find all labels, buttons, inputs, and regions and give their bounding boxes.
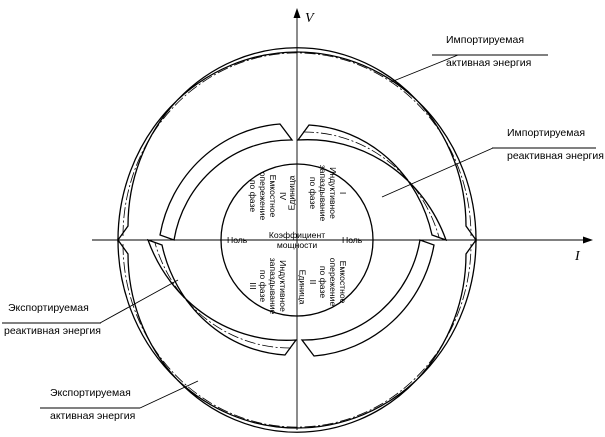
quadrant-iv: IV Емкостное опережение по фазе	[248, 172, 288, 221]
power-factor-line-1: Коэффициент	[269, 230, 325, 240]
leader-import-reactive	[381, 147, 494, 198]
import-reactive-band	[296, 124, 448, 242]
unity-bottom: Единица	[298, 270, 308, 305]
quadrant-i-line-3: по фазе	[308, 177, 318, 209]
export-reactive-band	[146, 238, 298, 356]
quadrant-iv-line-2: опережение	[258, 172, 268, 221]
quadrant-ii: Емкостное опережение по фазе II	[308, 258, 348, 307]
power-factor-circle	[220, 163, 374, 317]
reactive-energy-bands	[146, 123, 448, 357]
export-reactive-dashdot	[154, 242, 292, 349]
import-active-dashdot	[122, 52, 472, 237]
quadrant-i-line-1: Индуктивное	[328, 167, 338, 219]
quadrant-ii-line-3: по фазе	[318, 266, 328, 298]
label-import-active-1: Импортируемая	[446, 34, 524, 46]
import-active-band	[117, 47, 477, 243]
power-factor-line-2: мощности	[277, 240, 318, 250]
quadrant-ii-line-1: Емкостное	[338, 261, 348, 304]
quadrant-iii: Индуктивное запаздывание по фазе III	[248, 258, 288, 315]
import-reactive-dashdot	[302, 131, 440, 238]
quadrant-i-line-2: запаздывание	[318, 165, 328, 222]
zero-left: Ноль	[227, 235, 248, 245]
reactive-segment-lower-right	[300, 239, 435, 357]
axes: V I	[92, 8, 593, 430]
quadrant-iii-line-1: Индуктивное	[278, 260, 288, 312]
quadrant-iv-line-1: Емкостное	[268, 175, 278, 218]
quadrant-iii-number: III	[248, 282, 258, 289]
i-axis-arrow	[583, 236, 593, 244]
quadrant-i-number: I	[338, 192, 348, 194]
quadrant-iii-line-3: по фазе	[258, 270, 268, 302]
leader-import-active	[390, 54, 459, 83]
reactive-segment-upper-left	[159, 123, 294, 241]
export-active-band	[117, 237, 477, 433]
label-import-reactive-2: реактивная энергия	[507, 150, 604, 162]
unity-top: Единица	[286, 175, 296, 210]
quadrant-ii-number: II	[308, 280, 318, 285]
label-export-reactive-2: реактивная энергия	[4, 325, 101, 337]
leader-export-active	[139, 380, 199, 409]
quadrant-iv-line-3: по фазе	[248, 180, 258, 212]
zero-right: Ноль	[342, 235, 363, 245]
leader-lines	[2, 54, 596, 409]
v-axis-arrow	[293, 8, 301, 18]
export-active-dashdot	[122, 243, 472, 428]
label-export-active-2: активная энергия	[50, 410, 135, 422]
quadrant-ii-line-2: опережение	[328, 258, 338, 307]
i-axis-label: I	[574, 249, 581, 264]
quadrant-iv-number: IV	[278, 192, 288, 200]
active-energy-bands	[117, 47, 477, 433]
energy-labels: Импортируемая активная энергия Импортиру…	[4, 34, 604, 422]
quadrant-iii-line-2: запаздывание	[268, 258, 278, 315]
label-import-active-2: активная энергия	[446, 57, 531, 69]
v-axis-label: V	[305, 11, 315, 26]
leader-export-reactive	[99, 279, 179, 324]
inner-circle-text: Коэффициент мощности Единица Единица Нол…	[227, 165, 363, 315]
inner-circle	[220, 163, 374, 317]
label-export-active-1: Экспортируемая	[50, 387, 131, 399]
quadrant-i: I Индуктивное запаздывание по фазе	[308, 165, 348, 222]
label-import-reactive-1: Импортируемая	[507, 127, 585, 139]
label-export-reactive-1: Экспортируемая	[8, 302, 89, 314]
